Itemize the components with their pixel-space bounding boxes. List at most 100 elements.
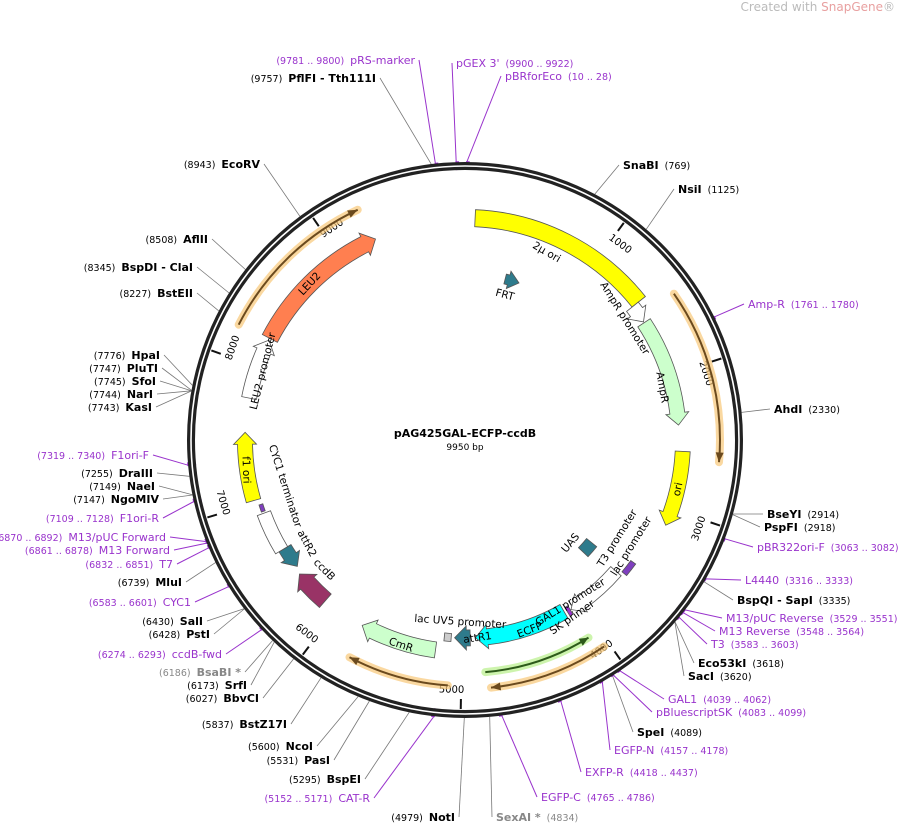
primer-label[interactable]: (6274 .. 6293)ccdB-fwd bbox=[98, 648, 222, 661]
restriction-site-label[interactable]: NsiI(1125) bbox=[678, 183, 739, 196]
restriction-site-label[interactable]: (6428)PstI bbox=[149, 628, 210, 641]
primer-label[interactable]: (6583 .. 6601)CYC1 bbox=[89, 596, 191, 609]
restriction-site-label[interactable]: (7747)PluTI bbox=[89, 362, 158, 375]
orf-ecfp-reverse-arrowhead bbox=[578, 637, 589, 646]
restriction-site-label[interactable]: (8345)BspDI - ClaI bbox=[84, 261, 193, 274]
restriction-site-label[interactable]: (6173)SrfI bbox=[187, 679, 247, 692]
restriction-site-label[interactable]: SacI(3620) bbox=[688, 670, 752, 683]
primer-leader-line bbox=[173, 542, 207, 551]
primer-label[interactable]: (7109 .. 7128)F1ori-R bbox=[46, 512, 159, 525]
restriction-site-label[interactable]: (8227)BstEII bbox=[120, 287, 193, 300]
restriction-site-label[interactable]: BseYI(2914) bbox=[767, 508, 839, 521]
primer-leader-line bbox=[169, 536, 207, 543]
primer-label[interactable]: EGFP-N(4157 .. 4178) bbox=[614, 744, 728, 757]
cut-position: (6027) bbox=[186, 694, 218, 705]
primer-label[interactable]: T3(3583 .. 3603) bbox=[710, 638, 799, 651]
restriction-site-label[interactable]: (4979)NotI bbox=[391, 811, 455, 824]
restriction-site-label[interactable]: SpeI(4089) bbox=[637, 726, 702, 739]
site-leader-line bbox=[206, 608, 245, 622]
primer-label[interactable]: Amp-R(1761 .. 1780) bbox=[748, 298, 859, 311]
feature-leu2[interactable] bbox=[261, 232, 376, 343]
orf-ecfp-forward[interactable] bbox=[490, 645, 605, 689]
enzyme-name: NarI bbox=[127, 388, 153, 401]
primer-range: (3316 .. 3333) bbox=[785, 576, 853, 587]
feature-ori[interactable] bbox=[658, 450, 691, 526]
primer-label[interactable]: GAL1(4039 .. 4062) bbox=[668, 693, 771, 706]
site-leader-line bbox=[645, 188, 675, 230]
feature-cmr[interactable] bbox=[361, 619, 438, 659]
restriction-site-label[interactable]: AhdI(2330) bbox=[774, 403, 840, 416]
primer-name: pBRforEco bbox=[505, 70, 562, 83]
primer-label[interactable]: (9781 .. 9800)pRS-marker bbox=[276, 54, 415, 67]
restriction-site-label[interactable]: (5531)PasI bbox=[267, 754, 330, 767]
restriction-site-label[interactable]: BspQI - SapI(3335) bbox=[737, 594, 850, 607]
feature-gal1-promoter[interactable] bbox=[570, 566, 622, 613]
restriction-site-label[interactable]: (5600)NcoI bbox=[248, 740, 313, 753]
primer-label[interactable]: pGEX 3'(9900 .. 9922) bbox=[456, 57, 573, 70]
primer-label[interactable]: L4440(3316 .. 3333) bbox=[745, 574, 853, 587]
restriction-site-label[interactable]: PspFI(2918) bbox=[764, 521, 836, 534]
enzyme-name: HpaI bbox=[131, 349, 160, 362]
orf-leu2[interactable] bbox=[237, 208, 359, 326]
restriction-site-label[interactable]: (5837)BstZ17I bbox=[202, 718, 287, 731]
cut-position: (2330) bbox=[808, 405, 840, 416]
primer-label[interactable]: (6861 .. 6878)M13 Forward bbox=[25, 544, 170, 557]
restriction-site-label[interactable]: SexAI *(4834) bbox=[496, 811, 578, 824]
restriction-site-label[interactable]: (7745)SfoI bbox=[94, 375, 156, 388]
primer-label[interactable]: pBluescriptSK(4083 .. 4099) bbox=[656, 706, 806, 719]
restriction-site-label[interactable]: (8508)AflII bbox=[146, 233, 208, 246]
feature-uas[interactable] bbox=[577, 537, 598, 558]
feature-attr2[interactable] bbox=[278, 544, 301, 567]
orf-leu2-arrowhead bbox=[347, 209, 358, 218]
feature-attr1[interactable] bbox=[454, 625, 471, 652]
feature-leu2-promoter[interactable] bbox=[241, 339, 275, 400]
primer-name: Amp-R bbox=[748, 298, 785, 311]
restriction-site-label[interactable]: (7149)NaeI bbox=[89, 480, 155, 493]
restriction-site-label[interactable]: (8943)EcoRV bbox=[184, 158, 261, 171]
primer-leader-line bbox=[501, 715, 538, 798]
restriction-site-label[interactable]: (7744)NarI bbox=[89, 388, 153, 401]
primer-label[interactable]: pBR322ori-F(3063 .. 3082) bbox=[757, 541, 899, 554]
tick-mark bbox=[312, 217, 320, 227]
restriction-site-label[interactable]: Eco53kI(3618) bbox=[698, 657, 784, 670]
site-leader-line bbox=[333, 700, 370, 761]
orf-ampr[interactable] bbox=[673, 293, 721, 463]
primer-label[interactable]: (5152 .. 5171)CAT-R bbox=[264, 792, 370, 805]
feature-sk-primer[interactable] bbox=[564, 605, 574, 617]
restriction-site-label[interactable]: (6027)BbvCI bbox=[186, 692, 259, 705]
primer-label[interactable]: (6870 .. 6892)M13/pUC Forward bbox=[0, 531, 166, 544]
restriction-site-label[interactable]: (9757)PflFI - Tth111I bbox=[251, 72, 376, 85]
primer-label[interactable]: (6832 .. 6851)T7 bbox=[85, 558, 173, 571]
feature-f1-ori[interactable] bbox=[232, 431, 262, 504]
primer-name: F1ori-R bbox=[120, 512, 160, 525]
restriction-site-label[interactable]: SnaBI(769) bbox=[623, 159, 690, 172]
restriction-site-label[interactable]: (6430)SalI bbox=[142, 615, 203, 628]
site-leader-line bbox=[244, 640, 273, 673]
primer-label[interactable]: pBRforEco(10 .. 28) bbox=[505, 70, 612, 83]
primer-label[interactable]: (7319 .. 7340)F1ori-F bbox=[37, 449, 149, 462]
primer-label[interactable]: EGFP-C(4765 .. 4786) bbox=[541, 791, 655, 804]
feature-cyc1-terminator[interactable] bbox=[256, 510, 289, 555]
primer-label[interactable]: EXFP-R(4418 .. 4437) bbox=[585, 766, 698, 779]
site-leader-line bbox=[185, 562, 216, 583]
feature-ccdb[interactable] bbox=[297, 573, 332, 609]
feature-lac-uv5-promoter[interactable] bbox=[443, 632, 452, 642]
primer-label[interactable]: M13/pUC Reverse(3529 .. 3551) bbox=[726, 612, 897, 625]
primer-label[interactable]: M13 Reverse(3548 .. 3564) bbox=[719, 625, 864, 638]
feature-ampr-promoter[interactable] bbox=[626, 301, 647, 323]
restriction-site-label[interactable]: (7255)DraIII bbox=[81, 467, 153, 480]
feature-ecfp[interactable] bbox=[474, 603, 569, 650]
restriction-site-label[interactable]: (7147)NgoMIV bbox=[73, 493, 159, 506]
feature-ampr[interactable] bbox=[637, 318, 690, 426]
restriction-site-label[interactable]: (6186)BsaBI * bbox=[159, 666, 241, 679]
feature-lac-promoter[interactable] bbox=[621, 559, 637, 577]
restriction-site-label[interactable]: (5295)BspEI bbox=[289, 773, 361, 786]
restriction-site-label[interactable]: (7743)KasI bbox=[88, 401, 152, 414]
primer-leader-line bbox=[601, 681, 611, 751]
restriction-site-label[interactable]: (6739)MluI bbox=[118, 576, 182, 589]
feature-frt[interactable] bbox=[503, 270, 520, 290]
restriction-site-label[interactable]: (7776)HpaI bbox=[94, 349, 160, 362]
orf-ecfp-reverse[interactable] bbox=[485, 636, 590, 674]
feature-2u-ori[interactable] bbox=[474, 209, 646, 308]
feature-cyc1-primer[interactable] bbox=[258, 503, 266, 513]
